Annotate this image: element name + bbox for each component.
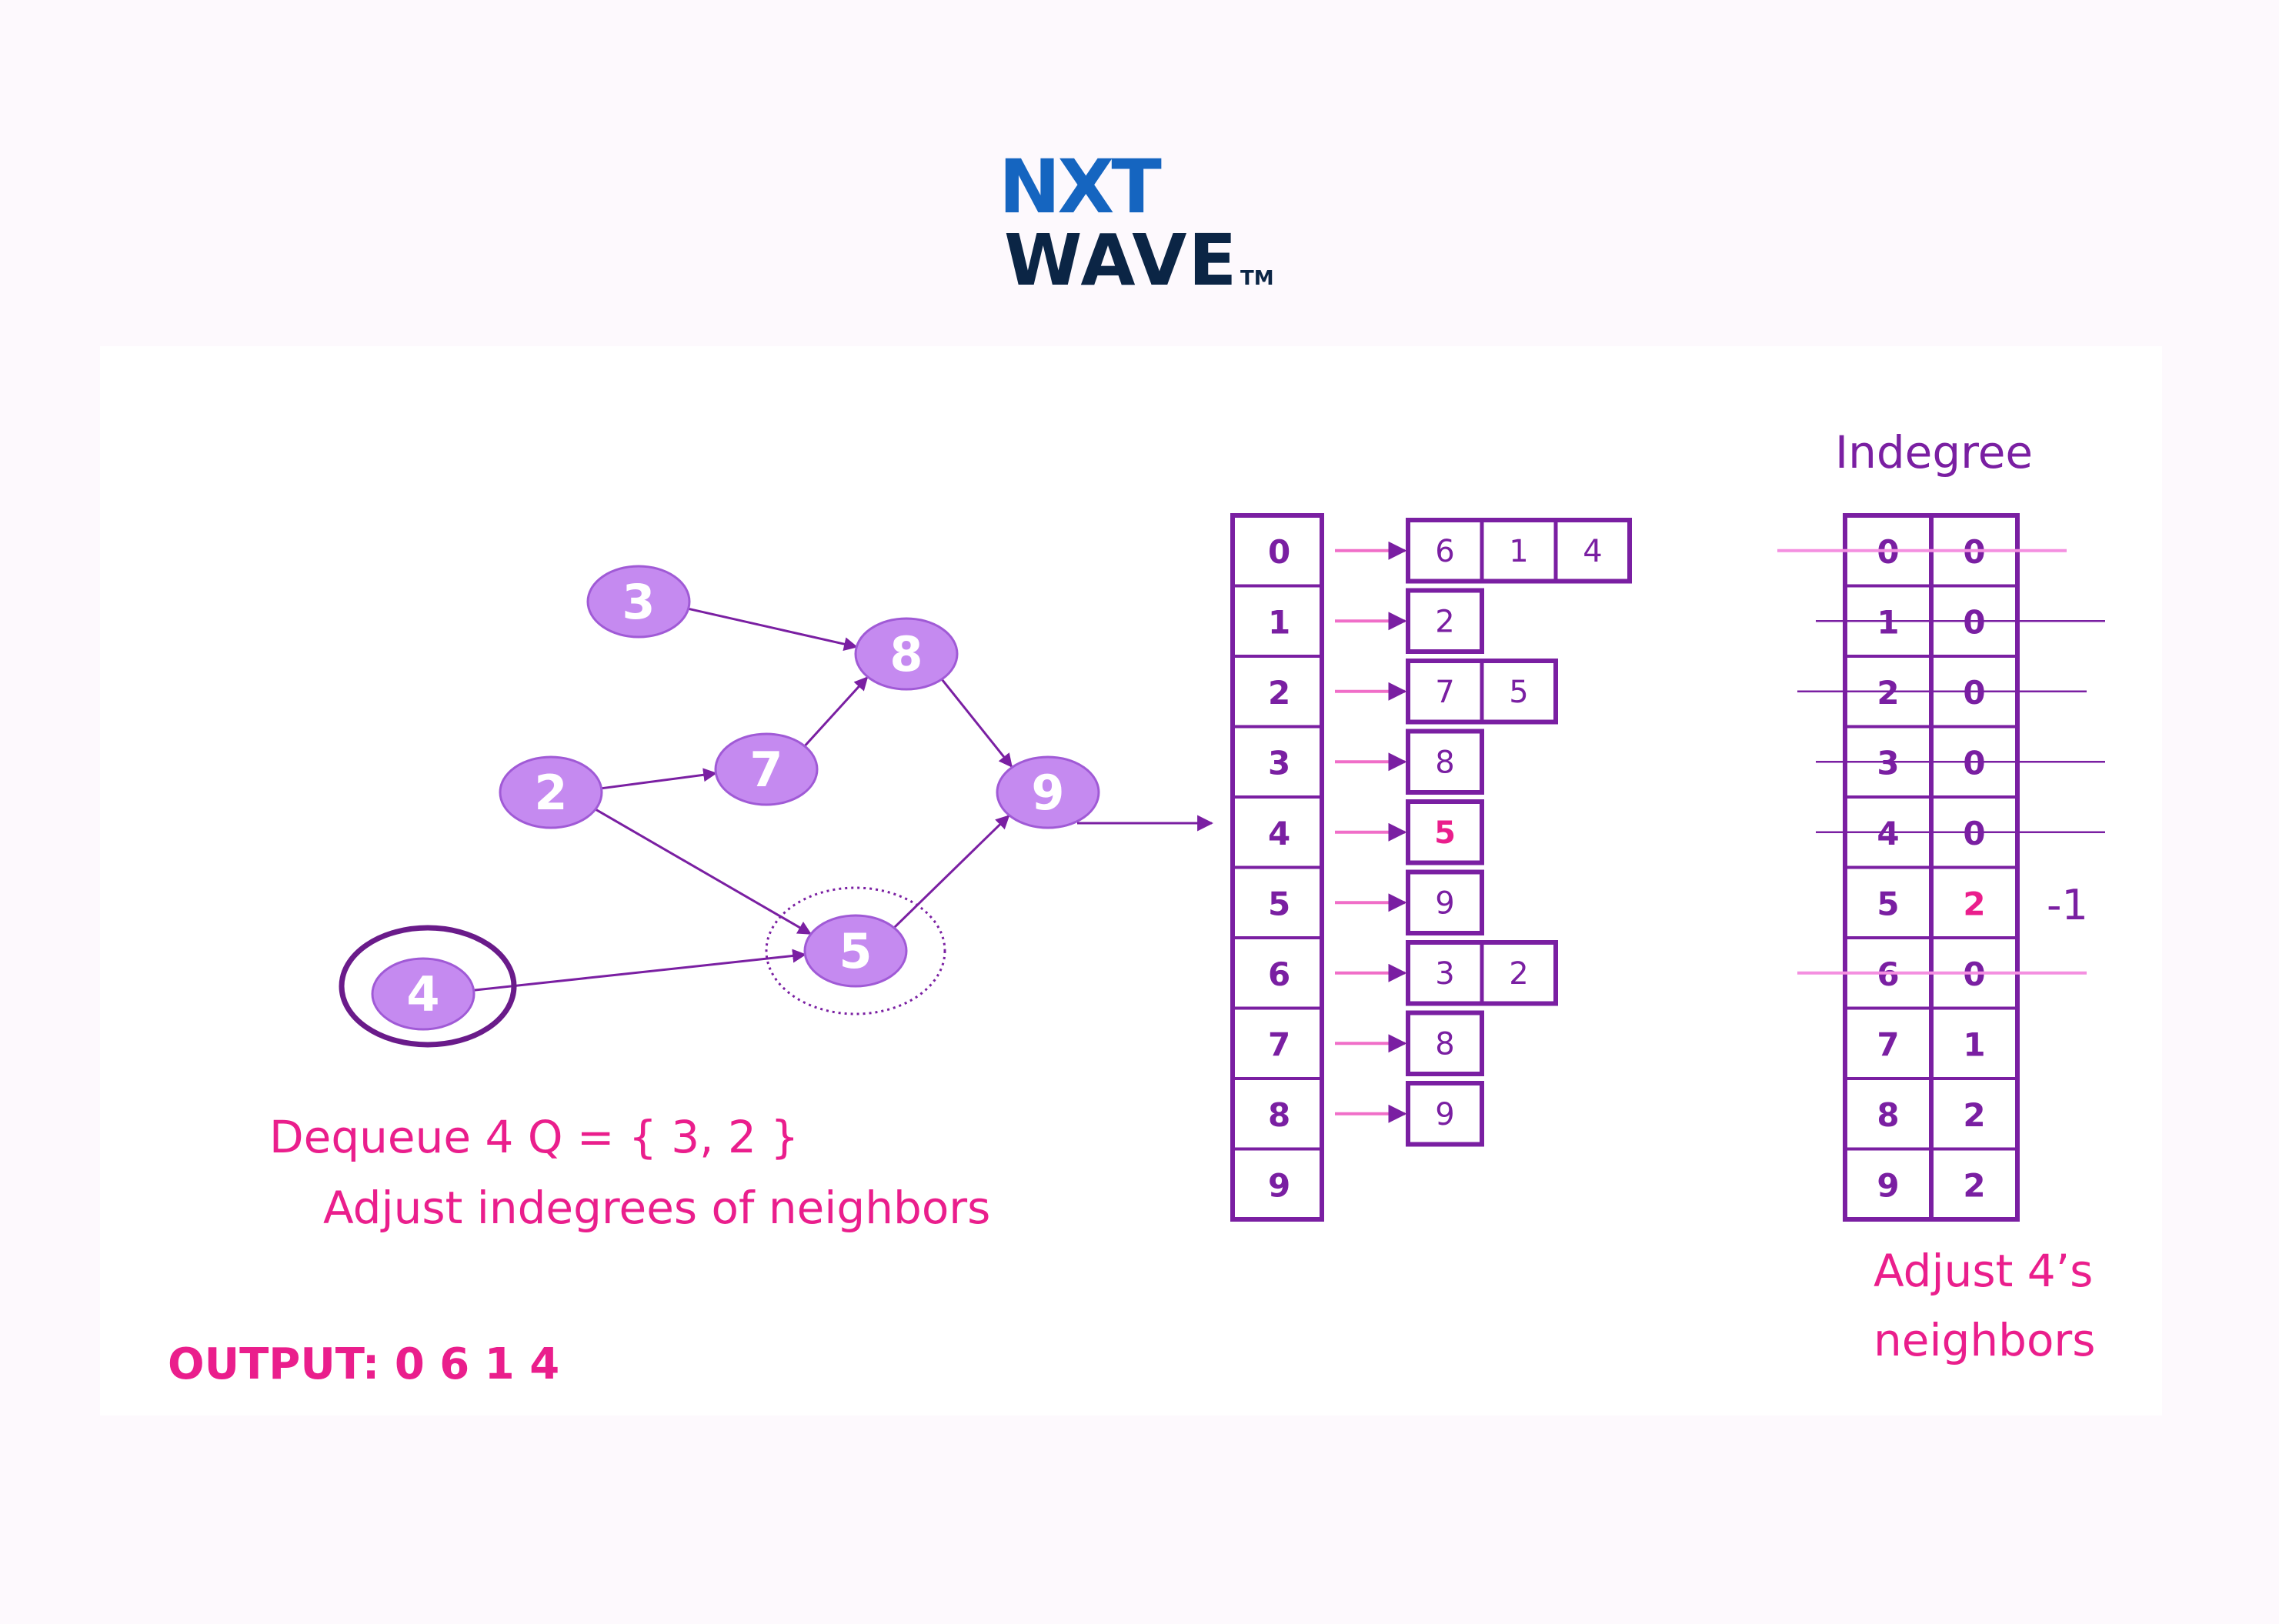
node-label-2: 2 [534, 765, 567, 821]
adjacency-entry-7-0: 8 [1435, 1026, 1454, 1062]
edge-3-8 [685, 606, 858, 651]
adjacency-list-4 [1406, 799, 1484, 865]
node-label-5: 5 [839, 923, 872, 979]
node-8 [854, 617, 959, 691]
indegree-vertex-7: 7 [1877, 1025, 1899, 1063]
indegree-title: Indegree [1835, 426, 2033, 479]
indegree-vertex-5: 5 [1877, 885, 1899, 922]
adjacency-index-4: 4 [1268, 815, 1290, 852]
adjacency-list-7 [1406, 1010, 1484, 1076]
adjacency-list-5 [1406, 869, 1484, 935]
adjacency-entry-0-0: 6 [1435, 534, 1454, 569]
diagram-panel [100, 346, 2162, 1416]
adjacency-index-8: 8 [1268, 1096, 1290, 1134]
adjacency-index-3: 3 [1268, 744, 1290, 782]
edge-2-5 [592, 807, 812, 935]
adjacency-index-9: 9 [1268, 1166, 1290, 1204]
adjacency-entry-6-1: 2 [1509, 956, 1528, 992]
adjacency-index-7: 7 [1268, 1025, 1290, 1063]
output-caption: OUTPUT: 0 6 1 4 [168, 1339, 559, 1389]
indegree-vertex-8: 8 [1877, 1096, 1899, 1134]
adjacency-entry-3-0: 8 [1435, 745, 1454, 780]
edge-2-7 [598, 768, 718, 790]
indegree-vertex-1: 1 [1877, 603, 1899, 641]
indegree-value-1: 0 [1963, 603, 1985, 641]
adjacency-index-6: 6 [1268, 955, 1290, 993]
adjacency-entry-5-0: 9 [1435, 885, 1454, 921]
adjacency-list: 0 6 1 4 1 2 2 7 5 3 8 4 5 5 9 6 3 2 7 8 8 9 9 [1230, 513, 1632, 1222]
graph-edges [470, 606, 1013, 992]
adjacency-entry-0-2: 4 [1583, 534, 1602, 569]
node-4 [371, 957, 475, 1031]
edge-8-9 [939, 676, 1013, 768]
node-7 [714, 732, 819, 806]
adjacency-entry-0-1: 1 [1509, 534, 1528, 569]
indegree-vertex-3: 3 [1877, 744, 1899, 782]
indegree-value-4: 0 [1963, 815, 1985, 852]
indegree-value-2: 0 [1963, 674, 1985, 712]
node-9 [996, 755, 1100, 829]
adjacency-entry-6-0: 3 [1435, 956, 1454, 992]
adjacency-list-8 [1406, 1081, 1484, 1147]
adjacency-index-0: 0 [1268, 533, 1290, 571]
adjacency-entry-2-1: 5 [1509, 675, 1528, 710]
indegree-value-9: 2 [1963, 1166, 1985, 1204]
adjacency-index-2: 2 [1268, 674, 1290, 712]
adjust-neighbors-line1: Adjust 4’s [1874, 1245, 2093, 1297]
node-label-9: 9 [1031, 765, 1064, 821]
indegree-vertex-9: 9 [1877, 1166, 1899, 1204]
edge-4-5 [470, 949, 807, 992]
adjacency-entry-4-0: 5 [1434, 815, 1456, 851]
indegree-value-3: 0 [1963, 744, 1985, 782]
graph-nodes: 3 8 2 7 9 4 5 [339, 565, 1100, 1048]
node-5 [803, 914, 908, 988]
current-node-ring [339, 925, 517, 1048]
adjacency-list-3 [1406, 729, 1484, 795]
indegree-value-7: 1 [1963, 1025, 1985, 1063]
logo-line2: WAVE [1004, 219, 1238, 302]
edge-5-9 [891, 815, 1010, 931]
adjacency-index-5: 5 [1268, 885, 1290, 922]
node-label-3: 3 [622, 574, 655, 630]
node-2 [499, 755, 603, 829]
node-label-7: 7 [749, 742, 782, 798]
logo-line1: NXT [999, 144, 1161, 230]
node-label-4: 4 [406, 966, 439, 1022]
adjust-caption: Adjust indegrees of neighbors [323, 1182, 990, 1234]
node-3 [586, 565, 691, 639]
indegree-value-5: 2 [1963, 885, 1985, 922]
indegree-vertex-2: 2 [1877, 674, 1899, 712]
adjacency-index-1: 1 [1268, 603, 1290, 641]
logo-tm: TM [1240, 267, 1274, 290]
adjacency-entry-2-0: 7 [1435, 675, 1454, 710]
indegree-vertex-4: 4 [1877, 815, 1899, 852]
nxtwave-logo: NXT WAVE TM [999, 144, 1274, 302]
indegree-side-note: -1 [2047, 881, 2088, 929]
adjacency-entry-1-0: 2 [1435, 604, 1454, 639]
edge-7-8 [802, 676, 869, 749]
adjacency-list-0 [1406, 518, 1632, 584]
neighbor-ring [765, 886, 946, 1015]
node-label-8: 8 [889, 626, 923, 682]
indegree-value-8: 2 [1963, 1096, 1985, 1134]
adjust-neighbors-line2: neighbors [1874, 1314, 2096, 1366]
adjacency-list-1 [1406, 588, 1484, 654]
adjacency-entry-8-0: 9 [1435, 1097, 1454, 1132]
dequeue-caption: Dequeue 4 Q = { 3, 2 } [269, 1111, 799, 1163]
